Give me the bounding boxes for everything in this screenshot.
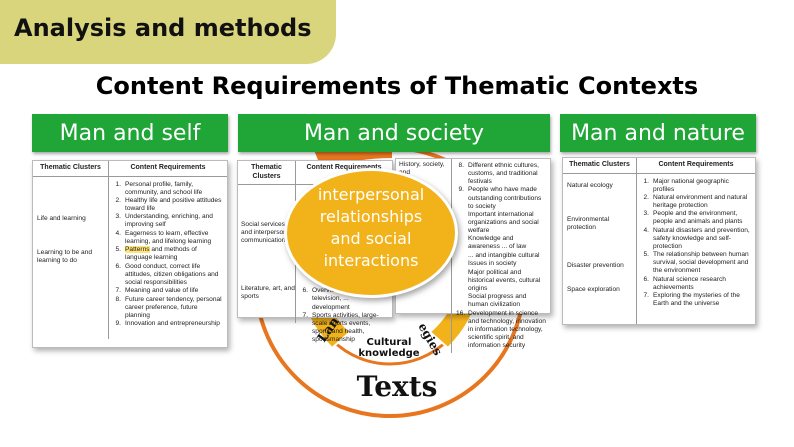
content-list-lower: 6.Overview ... television, ... developme… (296, 283, 392, 348)
list-item: ... and intangible cultural (468, 251, 540, 259)
section-title: Analysis and methods (14, 14, 312, 42)
list-item: 4.Eagerness to learn, effective learning… (115, 229, 212, 245)
list-item: 8.Different ethnic cultures, customs, an… (458, 162, 539, 186)
list-item: Issues in society (468, 260, 517, 268)
list-item: 16.Development in science and technology… (456, 309, 546, 349)
list-item: Social progress and human civilization (468, 293, 527, 309)
list-item: 7.Exploring the mysteries of the Earth a… (643, 292, 740, 308)
highlighted-word: Patterns (125, 246, 150, 254)
list-item: 9.People who have made outstanding contr… (458, 186, 542, 210)
list-item: television, ... (312, 295, 349, 303)
header-content: Content Requirements (306, 164, 382, 171)
table-header: Thematic Clusters Content Requirements (33, 161, 227, 177)
header-content: Content Requirements (658, 161, 734, 168)
cluster-environmental-protection: Environmental protection (567, 215, 610, 231)
list-item: 5.The relationship between human surviva… (643, 251, 749, 275)
table-man-and-self: Thematic Clusters Content Requirements L… (32, 160, 228, 348)
header-tab: Analysis and methods (0, 0, 336, 64)
header-clusters: Thematic Clusters (33, 161, 109, 176)
main-title: Content Requirements of Thematic Context… (95, 72, 699, 100)
list-item: 4.Natural disasters and prevention, safe… (643, 226, 750, 250)
list-item: Major political and historical events, c… (468, 268, 541, 292)
list-item: Important international organizations an… (468, 210, 539, 235)
cluster-learning-to-be: Learning to be and learning to do (37, 248, 92, 264)
content-list: 1.Major national geographic profiles 2.N… (637, 174, 755, 312)
list-item: 6.Natural science research achievements (643, 275, 726, 291)
cluster-space-exploration: Space exploration (567, 285, 620, 293)
bubble-text: interpersonal relationships and social i… (317, 185, 425, 270)
highlight-bubble (284, 168, 458, 298)
list-item: 3.Understanding, enriching, and improvin… (115, 213, 213, 229)
list-item: 2.Natural environment and natural herita… (643, 193, 748, 210)
banner-man-and-nature: Man and nature (560, 114, 756, 152)
content-list: 1.Personal profile, family, community, a… (109, 177, 227, 332)
header-clusters: Thematic Clusters (238, 161, 296, 185)
list-item: 9.Innovation and entrepreneurship (115, 320, 220, 328)
banner-man-and-society: Man and society (238, 114, 550, 152)
list-item: 1.Major national geographic profiles (643, 177, 729, 193)
texts-label: Texts (356, 370, 438, 403)
list-item: 7.Meaning and value of life (115, 287, 199, 295)
banner-man-and-self: Man and self (32, 114, 228, 152)
list-item: development (312, 303, 350, 311)
list-item: 3.People and the environment, people and… (643, 210, 743, 226)
list-item: 6.Good conduct, correct life attitudes, … (115, 262, 219, 286)
table-man-and-nature: Thematic Clusters Content Requirements N… (562, 157, 756, 325)
list-item: 8.Future career tendency, personal caree… (115, 295, 222, 319)
list-item: 6.Overview ... (302, 287, 347, 295)
list-item: 2.Healthy life and positive attitudes to… (115, 196, 222, 213)
cluster-natural-ecology: Natural ecology (567, 181, 613, 189)
cluster-life-learning: Life and learning (37, 214, 86, 222)
table-header: Thematic Clusters Content Requirements (563, 158, 755, 174)
cluster-literature-art: Literature, art, and sports (241, 285, 295, 301)
cultural-knowledge-label: Cultural knowledge (358, 337, 420, 359)
cluster-disaster-prevention: Disaster prevention (567, 261, 624, 269)
list-item: 7.Sports activities, large-scale sports … (302, 312, 379, 344)
cluster-social-services: Social services and interpersonal commun… (241, 221, 292, 245)
list-item: 5.Patterns and methods of language learn… (115, 246, 197, 262)
content-list: 8.Different ethnic cultures, customs, an… (452, 159, 550, 353)
header-content: Content Requirements (130, 164, 206, 171)
header-clusters: Thematic Clusters (563, 158, 637, 173)
list-item: Knowledge and awareness ... of law (468, 235, 527, 251)
list-item: 1.Personal profile, family, community, a… (115, 180, 203, 196)
